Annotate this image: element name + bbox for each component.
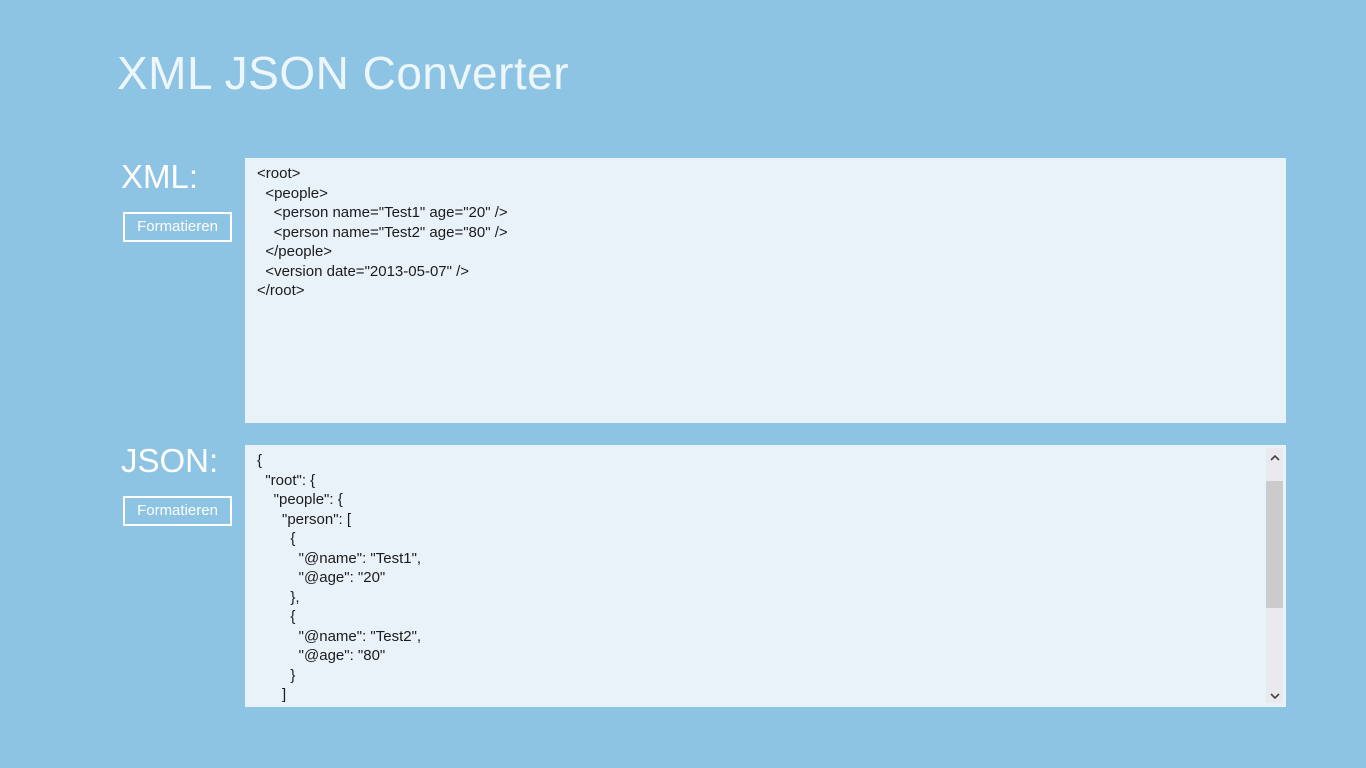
- chevron-down-icon: [1269, 686, 1280, 704]
- xml-input-textbox[interactable]: <root> <people> <person name="Test1" age…: [245, 158, 1286, 423]
- json-section-label: JSON:: [121, 442, 219, 479]
- xml-format-button[interactable]: Formatieren: [123, 212, 232, 242]
- page-title: XML JSON Converter: [117, 47, 570, 99]
- json-format-button[interactable]: Formatieren: [123, 496, 232, 526]
- scrollbar-thumb[interactable]: [1266, 481, 1283, 608]
- scrollbar-up-button[interactable]: [1266, 448, 1283, 465]
- xml-section-label: XML:: [121, 158, 199, 195]
- json-output-textbox[interactable]: { "root": { "people": { "person": [ { "@…: [245, 445, 1286, 707]
- scrollbar-down-button[interactable]: [1266, 686, 1283, 703]
- json-vertical-scrollbar[interactable]: [1266, 448, 1283, 703]
- chevron-up-icon: [1269, 448, 1280, 466]
